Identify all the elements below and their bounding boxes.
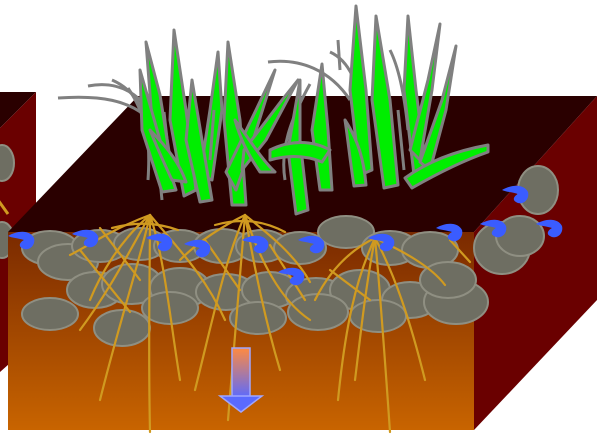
pebble <box>288 294 348 330</box>
pebble <box>496 216 544 256</box>
pebble <box>350 300 406 332</box>
pebble <box>22 298 78 330</box>
root <box>149 215 150 432</box>
